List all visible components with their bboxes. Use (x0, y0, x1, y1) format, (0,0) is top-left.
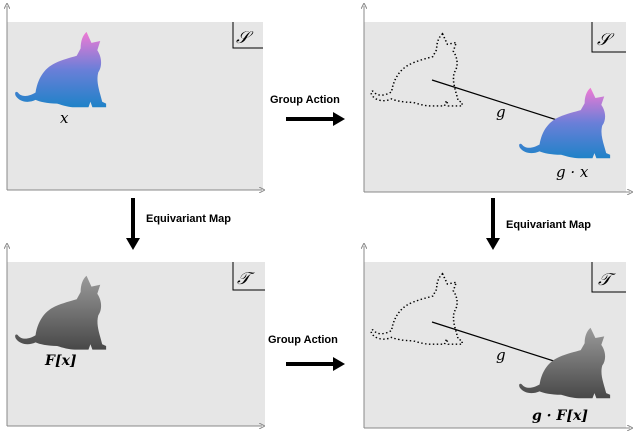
math-g-dot-x: g · x (556, 163, 589, 181)
panel-target-original: 𝒯 F[x] (7, 246, 265, 426)
math-x: x (60, 109, 69, 127)
equivariant-map-label: Equivariant Map (146, 213, 231, 225)
space-label-box (232, 262, 265, 291)
arrow-head (486, 238, 500, 250)
panel-source-original: 𝒮 x (7, 6, 263, 190)
group-action-label: Group Action (268, 334, 338, 346)
math-g-dot-F-x: g · F[x] (532, 408, 588, 424)
arrow-head (333, 357, 345, 371)
equivariant-map-left: Equivariant Map (126, 198, 231, 250)
equivariant-map-label: Equivariant Map (506, 219, 591, 231)
panel-bg (364, 22, 626, 192)
group-action-label: Group Action (270, 94, 340, 106)
panel-source-transformed: 𝒮 g g · x (364, 6, 630, 192)
space-label-box (591, 262, 626, 293)
arrow-head (333, 112, 345, 126)
panel-bg (364, 262, 626, 428)
math-F-x: F[x] (44, 353, 77, 369)
equivariant-map-right: Equivariant Map (486, 198, 591, 250)
math-g: g (496, 103, 506, 121)
group-action-bottom: Group Action (268, 334, 345, 371)
math-g: g (496, 346, 506, 364)
space-label-box (232, 22, 263, 49)
panel-target-transformed: 𝒯 g g · F[x] (364, 246, 630, 428)
group-action-top: Group Action (270, 94, 345, 126)
space-label-box (591, 22, 626, 53)
arrow-head (126, 238, 140, 250)
panel-bg (7, 22, 263, 190)
